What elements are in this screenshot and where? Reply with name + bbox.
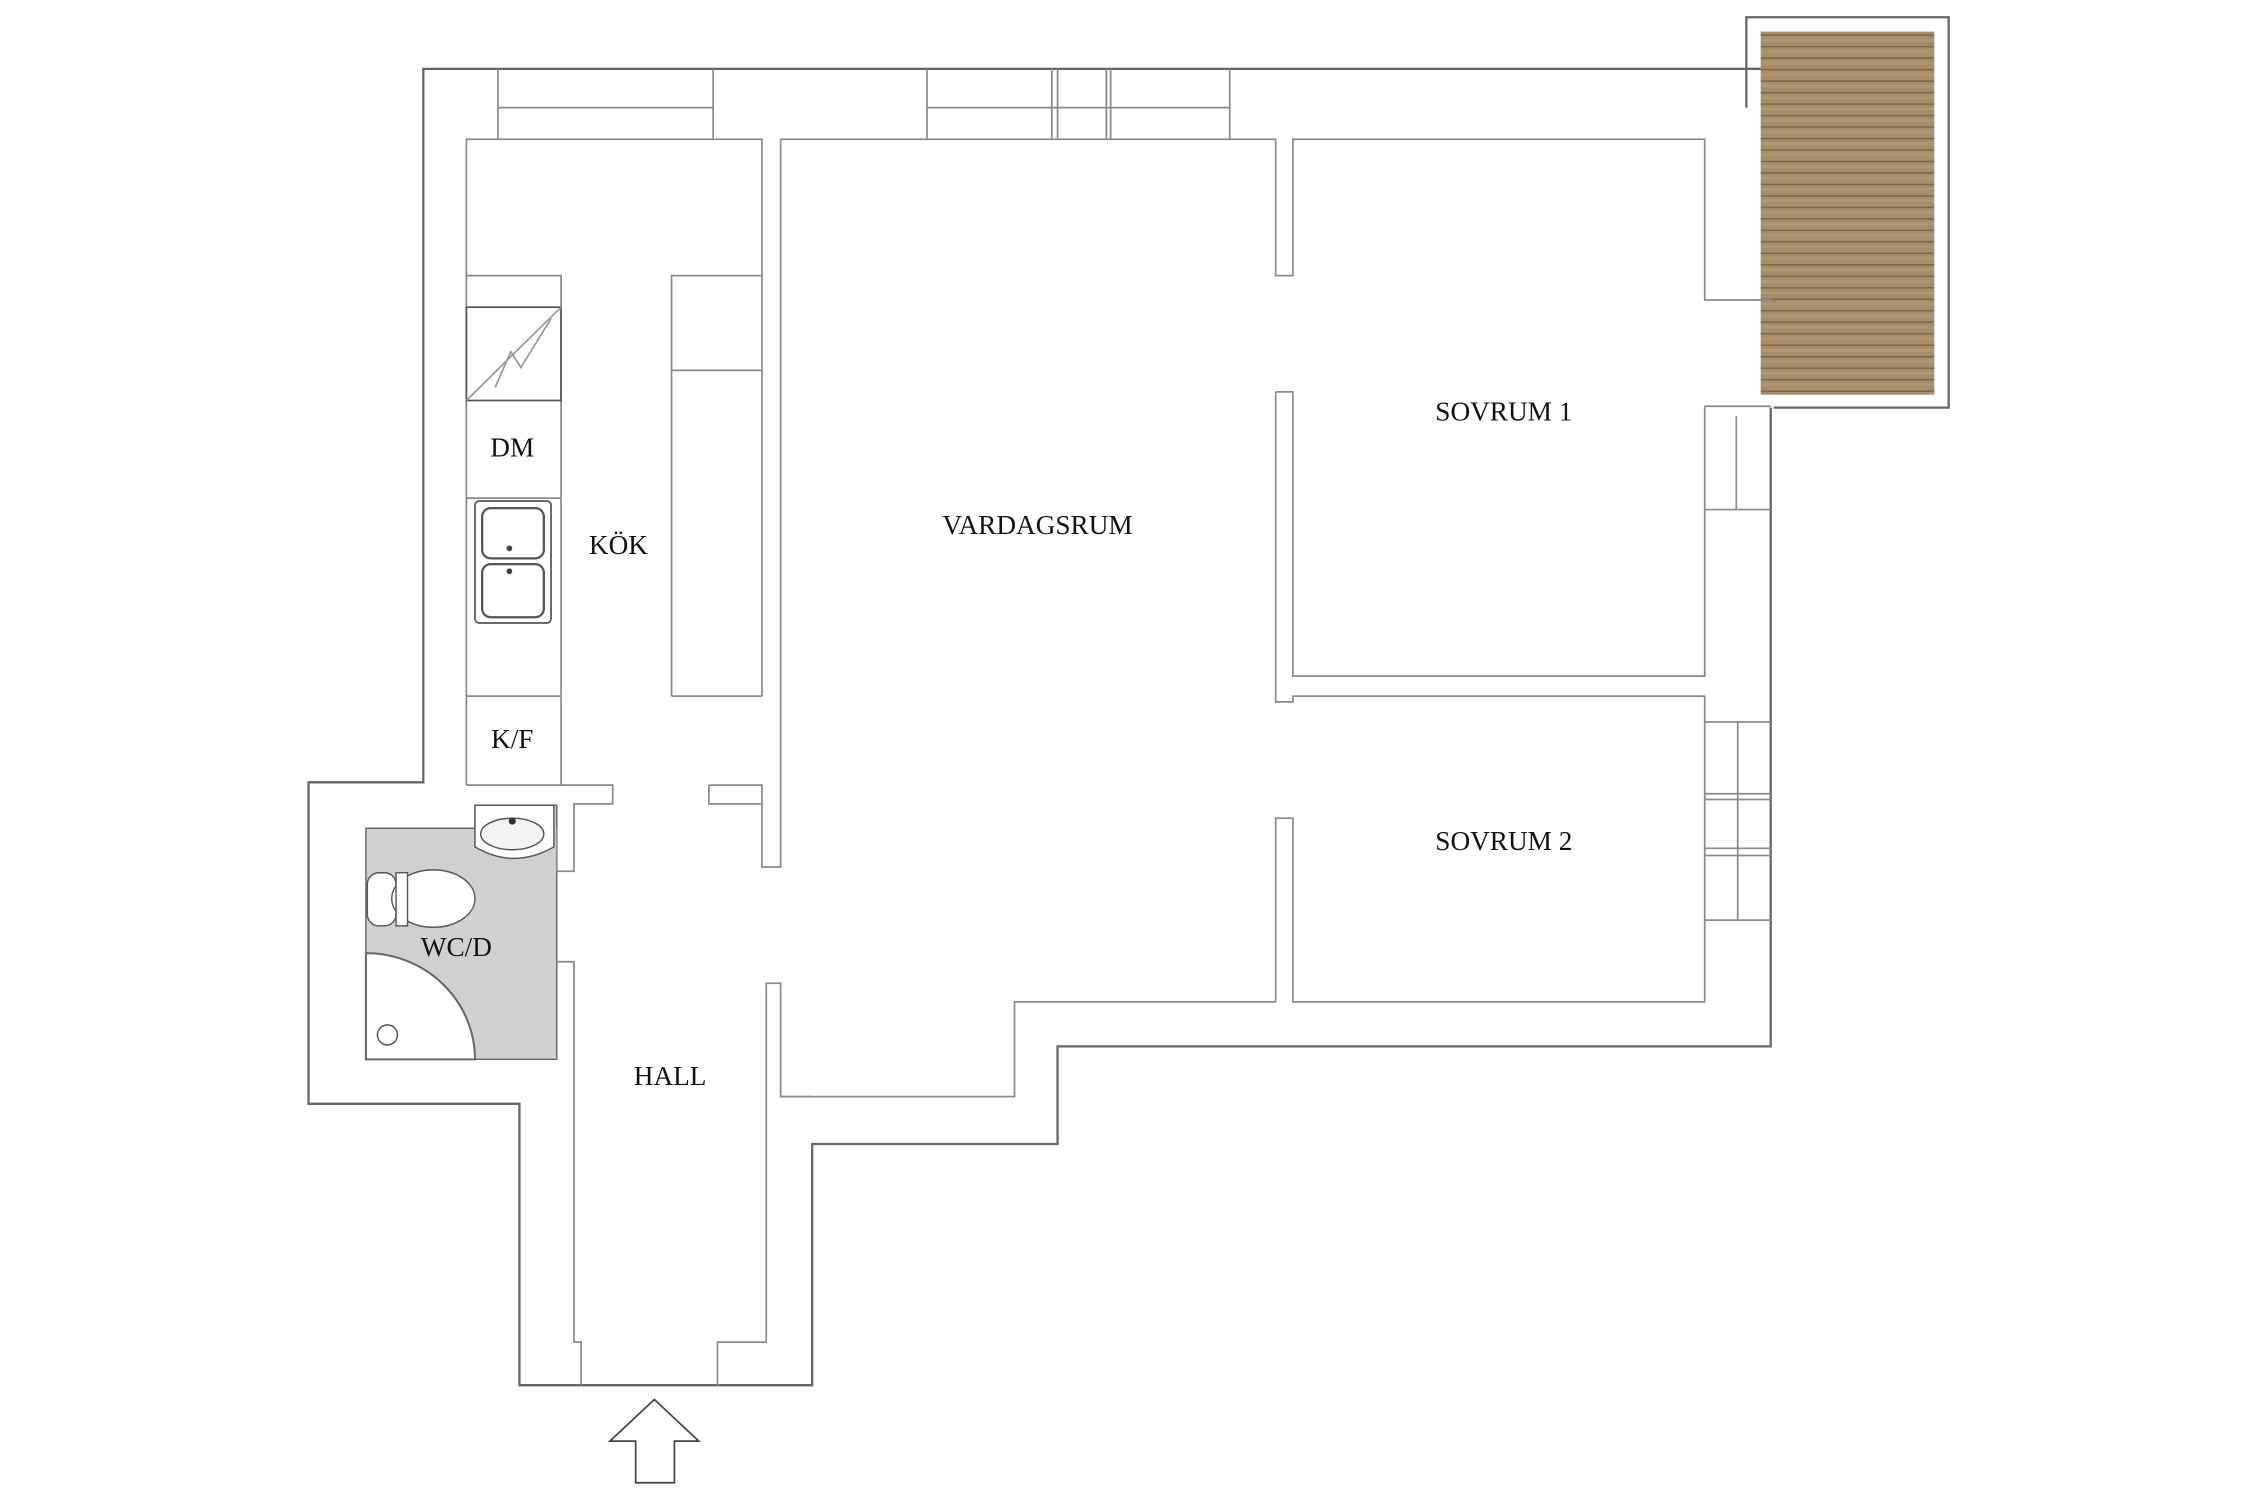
label-wcd: WC/D [421,932,492,962]
label-sovrum2: SOVRUM 2 [1435,826,1572,856]
windows-right [1704,405,1771,921]
label-kok: KÖK [589,530,648,560]
kitchen [465,138,782,873]
room-labels: KÖK DM K/F VARDAGSRUM SOVRUM 1 SOVRUM 2 … [421,397,1573,1092]
label-kf: K/F [491,724,533,754]
hall [555,828,1276,1386]
outer-wall [307,67,1772,1387]
bathroom [364,804,558,1061]
label-hall: HALL [634,1061,707,1091]
living-room-bedrooms [780,138,1771,1003]
label-dm: DM [490,432,534,462]
arrow-up-icon [607,1398,702,1484]
windows-top [497,68,1231,140]
balcony [1745,16,1950,409]
label-sovrum1: SOVRUM 1 [1435,397,1572,427]
label-vardagsrum: VARDAGSRUM [942,510,1132,540]
